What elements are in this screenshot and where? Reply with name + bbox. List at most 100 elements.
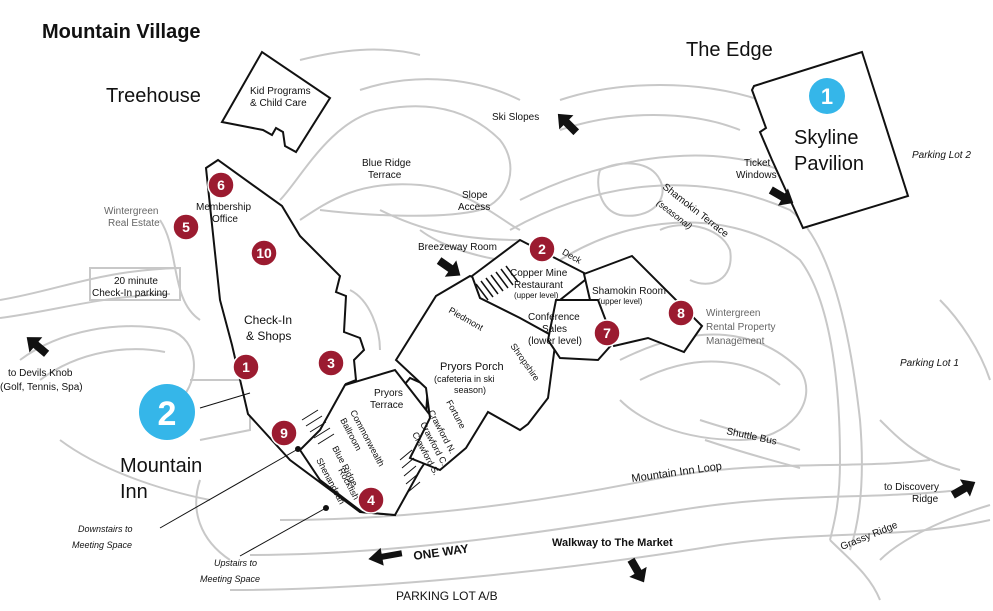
walkway-market-label: Walkway to The Market bbox=[552, 537, 673, 549]
area-skyline-1: Skyline bbox=[794, 127, 858, 149]
ticket-windows-2: Windows bbox=[736, 170, 777, 181]
downstairs-label-2: Meeting Space bbox=[72, 540, 132, 550]
shamokin-room-1: Shamokin Room bbox=[592, 286, 666, 297]
copper-mine-1: Copper Mine bbox=[510, 268, 568, 279]
copper-mine-2: Restaurant bbox=[514, 280, 563, 291]
svg-text:10: 10 bbox=[256, 245, 272, 261]
upstairs-dot bbox=[323, 505, 329, 511]
svg-text:3: 3 bbox=[327, 355, 335, 371]
parking-lot-2-label: Parking Lot 2 bbox=[912, 150, 971, 161]
conference-sales-3: (lower level) bbox=[528, 336, 582, 347]
pryors-porch-1: Pryors Porch bbox=[440, 361, 504, 373]
kid-programs-label-2: & Child Care bbox=[250, 98, 307, 109]
membership-office-2: Office bbox=[212, 214, 238, 225]
mountain-inn-marker[interactable]: 2 bbox=[139, 384, 195, 440]
checkin-shops-1: Check-In bbox=[244, 313, 292, 327]
wintergreen-rental-3: Management bbox=[706, 336, 765, 347]
checkin-parking-2: Check-In parking bbox=[92, 288, 168, 299]
breezeway-room-label: Breezeway Room bbox=[418, 242, 497, 253]
copper-mine-stairs bbox=[475, 265, 519, 301]
upstairs-label-1: Upstairs to bbox=[214, 558, 257, 568]
one-way-label: ONE WAY bbox=[412, 541, 469, 563]
inn-leader-line bbox=[199, 392, 251, 409]
wintergreen-real-estate-2: Real Estate bbox=[108, 218, 160, 229]
road-network bbox=[0, 48, 991, 601]
marker-4[interactable]: 4 bbox=[357, 486, 385, 514]
marker-6[interactable]: 6 bbox=[207, 171, 235, 199]
discovery-ridge-2: Ridge bbox=[912, 494, 939, 505]
wintergreen-rental-2: Rental Property bbox=[706, 322, 775, 333]
svg-text:9: 9 bbox=[280, 425, 288, 441]
upstairs-hatching bbox=[399, 449, 421, 493]
downstairs-leader-line bbox=[159, 448, 299, 529]
area-the-edge: The Edge bbox=[686, 39, 773, 61]
svg-text:2: 2 bbox=[158, 395, 177, 433]
commonwealth-building bbox=[298, 368, 442, 517]
downstairs-dot bbox=[295, 446, 301, 452]
devils-knob-1: to Devils Knob bbox=[8, 368, 73, 379]
mountain-inn-loop-label: Mountain Inn Loop bbox=[631, 460, 723, 485]
marker-3[interactable]: 3 bbox=[317, 349, 345, 377]
parking-lot-1-label: Parking Lot 1 bbox=[900, 358, 959, 369]
arrow-walkway-market bbox=[627, 557, 647, 583]
wintergreen-real-estate-1: Wintergreen bbox=[104, 206, 158, 217]
area-treehouse: Treehouse bbox=[106, 85, 201, 107]
svg-text:4: 4 bbox=[367, 492, 375, 508]
map-title: Mountain Village bbox=[42, 21, 201, 43]
ski-slopes-label: Ski Slopes bbox=[492, 112, 539, 123]
checkin-shops-2: & Shops bbox=[246, 329, 291, 343]
pryors-terrace-2: Terrace bbox=[370, 400, 404, 411]
marker-8[interactable]: 8 bbox=[667, 299, 695, 327]
arrow-ski-slopes bbox=[557, 113, 580, 136]
svg-text:2: 2 bbox=[538, 241, 546, 257]
grassy-ridge-label: Grassy Ridge bbox=[839, 520, 900, 553]
svg-text:1: 1 bbox=[821, 84, 833, 109]
marker-2[interactable]: 2 bbox=[528, 235, 556, 263]
svg-text:8: 8 bbox=[677, 305, 685, 321]
blue-ridge-terrace-1: Blue Ridge bbox=[362, 158, 411, 169]
arrow-discovery-ridge bbox=[950, 479, 976, 499]
pryors-terrace-1: Pryors bbox=[374, 388, 403, 399]
slope-access-2: Access bbox=[458, 202, 490, 213]
downstairs-label-1: Downstairs to bbox=[78, 524, 133, 534]
pryors-porch-3: season) bbox=[454, 385, 486, 395]
arrow-one-way bbox=[368, 547, 403, 566]
skyline-pavilion-marker[interactable]: 1 bbox=[809, 78, 845, 114]
kid-programs-building bbox=[220, 50, 332, 154]
slope-access-1: Slope bbox=[462, 190, 488, 201]
downstairs-hatching bbox=[301, 409, 335, 445]
copper-mine-3: (upper level) bbox=[514, 291, 559, 300]
marker-10[interactable]: 10 bbox=[250, 239, 278, 267]
marker-1[interactable]: 1 bbox=[232, 353, 260, 381]
checkin-parking-1: 20 minute bbox=[114, 276, 158, 287]
svg-text:7: 7 bbox=[603, 325, 611, 341]
svg-text:5: 5 bbox=[182, 219, 190, 235]
ticket-windows-1: Ticket bbox=[744, 158, 771, 169]
marker-7[interactable]: 7 bbox=[593, 319, 621, 347]
arrow-devils-knob bbox=[26, 337, 50, 357]
arrow-breezeway bbox=[436, 257, 461, 277]
wintergreen-rental-1: Wintergreen bbox=[706, 308, 760, 319]
upstairs-leader-line bbox=[239, 507, 327, 557]
conference-sales-1: Conference bbox=[528, 312, 580, 323]
arrow-ticket-windows bbox=[768, 186, 794, 206]
marker-5[interactable]: 5 bbox=[172, 213, 200, 241]
svg-text:1: 1 bbox=[242, 359, 250, 375]
parking-lot-ab-label: PARKING LOT A/B bbox=[396, 589, 498, 603]
kid-programs-label-1: Kid Programs bbox=[250, 86, 311, 97]
devils-knob-2: (Golf, Tennis, Spa) bbox=[0, 382, 83, 393]
discovery-ridge-1: to Discovery bbox=[884, 482, 939, 493]
shamokin-room-2: (upper level) bbox=[598, 297, 643, 306]
blue-ridge-terrace-2: Terrace bbox=[368, 170, 402, 181]
area-mountain-inn-1: Mountain bbox=[120, 455, 202, 477]
upstairs-label-2: Meeting Space bbox=[200, 574, 260, 584]
shuttle-bus-label: Shuttle Bus bbox=[725, 426, 777, 447]
conference-building bbox=[546, 299, 616, 362]
marker-9[interactable]: 9 bbox=[270, 419, 298, 447]
membership-office-1: Membership bbox=[196, 202, 251, 213]
pryors-porch-2: (cafeteria in ski bbox=[434, 374, 495, 384]
skyline-pavilion-building bbox=[750, 50, 910, 230]
area-skyline-2: Pavilion bbox=[794, 153, 864, 175]
area-mountain-inn-2: Inn bbox=[120, 481, 148, 503]
